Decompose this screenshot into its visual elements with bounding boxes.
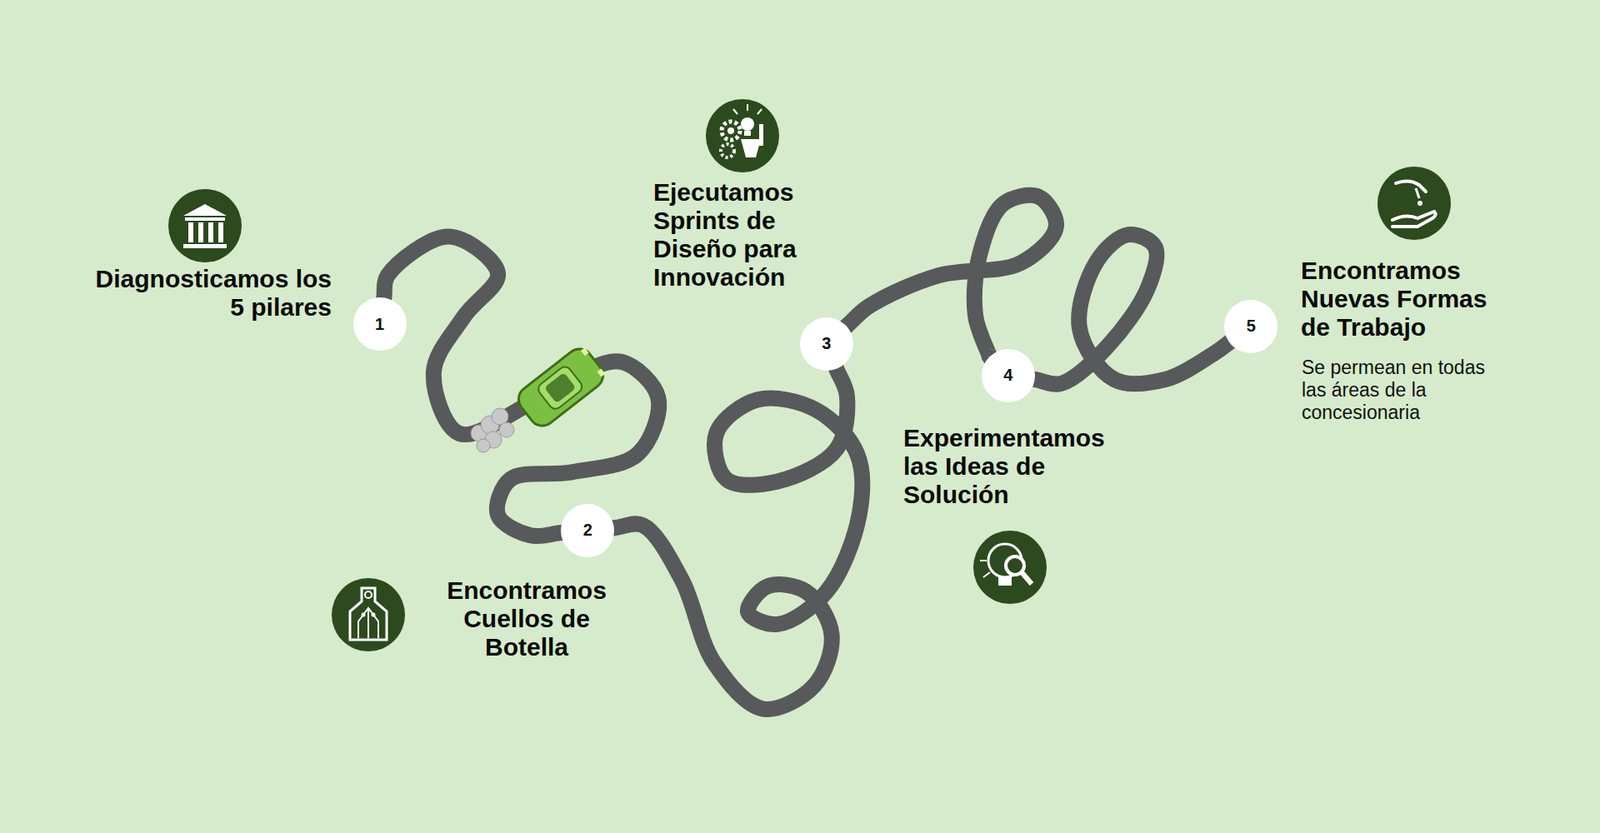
step-circle: 1	[353, 297, 407, 351]
experiment-icon	[973, 530, 1047, 605]
design-sprint-icon	[705, 99, 780, 173]
road-segment	[380, 236, 660, 537]
road-segment	[587, 344, 863, 710]
step-heading: Encontramos Nuevas Formas de Trabajo	[1300, 256, 1518, 342]
step-number: 5	[1246, 316, 1256, 336]
step-heading: Diagnosticamos los 5 pilares	[90, 265, 332, 322]
step-number: 3	[821, 334, 831, 354]
car	[513, 343, 609, 431]
step-heading: Encontramos Cuellos de Botella	[418, 576, 635, 662]
road-segment	[1008, 234, 1251, 385]
step-circle: 3	[800, 317, 854, 371]
hands-icon	[1377, 166, 1451, 240]
step-note: Se permean en todas las áreas de la conc…	[1301, 356, 1495, 425]
step-number: 4	[1003, 365, 1013, 385]
step-heading: Experimentamos las Ideas de Solución	[903, 424, 1145, 510]
bottleneck-icon	[331, 578, 405, 652]
step-circle: 4	[981, 349, 1035, 403]
pillar-icon	[168, 189, 242, 263]
step-number: 1	[375, 315, 385, 335]
step-number: 2	[583, 520, 593, 540]
step-circle: 2	[560, 504, 615, 558]
car-smoke	[470, 408, 515, 453]
road-segment	[826, 195, 1057, 375]
step-heading: Ejecutamos Sprints de Diseño para Innova…	[653, 178, 862, 292]
step-circle: 5	[1224, 300, 1278, 354]
